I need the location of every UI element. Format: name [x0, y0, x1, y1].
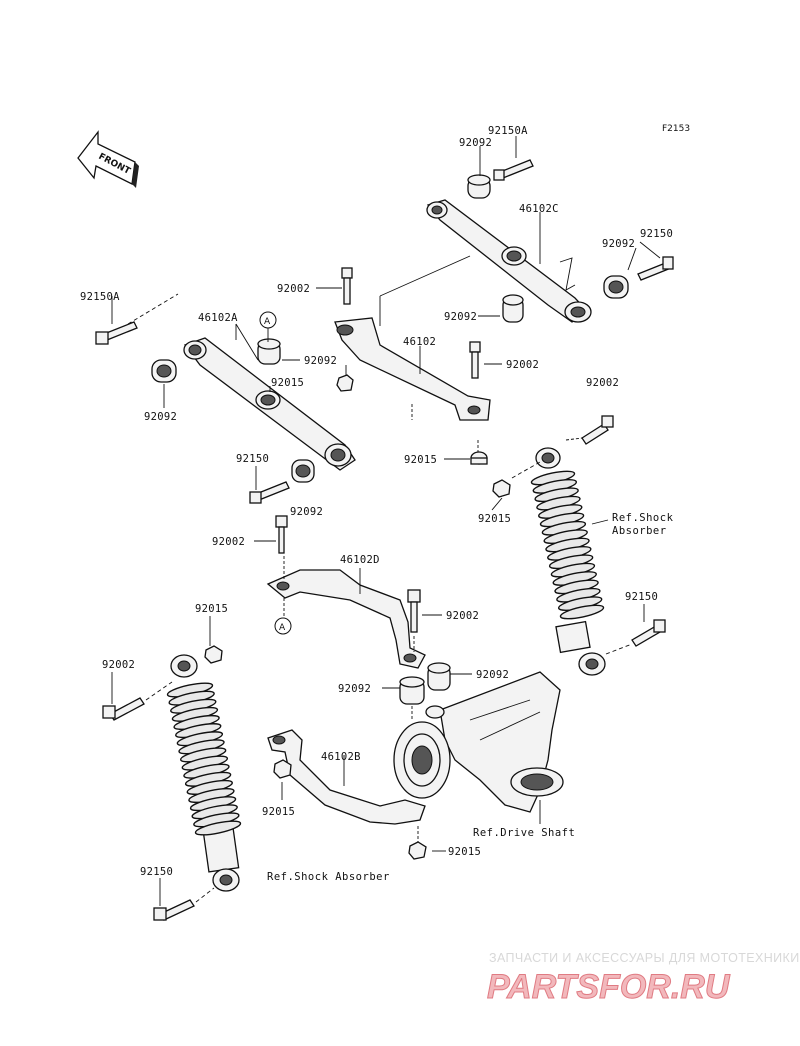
label-46102[interactable]: 46102 — [403, 336, 436, 348]
spring-coil — [194, 820, 242, 836]
label-46102C[interactable]: 46102C — [519, 203, 559, 215]
label-92002-b[interactable]: 92002 — [506, 359, 539, 371]
bracket-46102D[interactable] — [266, 569, 426, 669]
shock-right-spring — [530, 470, 605, 620]
label-46102D[interactable]: 46102D — [340, 554, 380, 566]
watermark-tagline: ЗАПЧАСТИ И АКСЕССУАРЫ ДЛЯ МОТОТЕХНИКИ — [489, 951, 800, 965]
bolt-92150A-top[interactable] — [493, 159, 534, 181]
label-92002-e[interactable]: 92002 — [446, 610, 479, 622]
label-92015-e[interactable]: 92015 — [262, 806, 295, 818]
label-92092-b2[interactable]: 92092 — [338, 683, 371, 695]
label-92150-r2[interactable]: 92150 — [625, 591, 658, 603]
label-92015-c[interactable]: 92015 — [478, 513, 511, 525]
label-92150A-left[interactable]: 92150A — [80, 291, 120, 303]
label-46102B[interactable]: 46102B — [321, 751, 361, 763]
arm-46102[interactable] — [334, 317, 491, 421]
shock-left-spring — [166, 682, 242, 836]
bushing-92092-b2[interactable] — [399, 676, 425, 705]
watermark-brand: PARTSFOR.RU — [487, 968, 731, 1006]
label-92092-b1[interactable]: 92092 — [476, 669, 509, 681]
bolt-92150-b[interactable] — [153, 899, 195, 921]
label-92015-d[interactable]: 92015 — [195, 603, 228, 615]
label-92150-b[interactable]: 92150 — [140, 866, 173, 878]
label-92002-f[interactable]: 92002 — [102, 659, 135, 671]
nut-92015-b[interactable] — [470, 451, 488, 465]
shock-absorber-left[interactable] — [166, 654, 242, 892]
reference-labels: Ref.Shock Absorber Ref.Drive Shaft Ref.S… — [267, 512, 674, 883]
bolt-92002-c[interactable] — [275, 515, 288, 554]
label-92002-c[interactable]: 92002 — [586, 377, 619, 389]
label-92092-r1[interactable]: 92092 — [602, 238, 635, 250]
leader-lines — [111, 136, 661, 906]
ref-shock-bottom: Ref.Shock Absorber — [267, 871, 390, 883]
nut-92015-d[interactable] — [204, 645, 223, 664]
ref-drive-shaft: Ref.Drive Shaft — [473, 827, 575, 839]
label-92002-a[interactable]: 92002 — [277, 283, 310, 295]
bolt-92002-f[interactable] — [102, 697, 145, 721]
bushing-92092-b1[interactable] — [427, 662, 451, 691]
diagram-code: F2153 — [662, 124, 690, 134]
bolt-92002-a[interactable] — [341, 267, 353, 305]
spring-coil — [559, 604, 605, 620]
bolt-92150-right[interactable] — [637, 256, 674, 281]
bushing-92092-lower-left[interactable] — [291, 459, 315, 483]
label-92015-b[interactable]: 92015 — [404, 454, 437, 466]
label-46102A[interactable]: 46102A — [198, 312, 238, 324]
bolt-92150A-left[interactable] — [95, 321, 138, 345]
label-92092-m1[interactable]: 92092 — [444, 311, 477, 323]
part-labels: 92150A 92092 46102C 92150 92092 92002 92… — [80, 125, 673, 878]
drive-shaft-housing[interactable] — [393, 671, 564, 813]
label-92092-left[interactable]: 92092 — [144, 411, 177, 423]
label-92150-l[interactable]: 92150 — [236, 453, 269, 465]
bolt-92150-left[interactable] — [249, 481, 290, 504]
bolt-92150-r2[interactable] — [631, 619, 666, 647]
label-92092-l2[interactable]: 92092 — [290, 506, 323, 518]
svg-text:A: A — [279, 623, 286, 633]
marker-a-top: A — [259, 311, 277, 329]
label-92150A-top[interactable]: 92150A — [488, 125, 528, 137]
ref-shock-right-line2: Absorber — [612, 525, 667, 537]
label-92150-r1[interactable]: 92150 — [640, 228, 673, 240]
arm-46102A[interactable] — [183, 337, 356, 471]
bolt-92002-e[interactable] — [581, 415, 614, 445]
bushing-92092-right[interactable] — [603, 275, 629, 299]
bushing-92092-left[interactable] — [151, 359, 177, 383]
marker-a-bottom: A — [274, 617, 292, 635]
label-92092-m2[interactable]: 92092 — [304, 355, 337, 367]
nut-92015-e[interactable] — [273, 759, 292, 779]
nut-92015-c[interactable] — [492, 479, 511, 498]
bushing-92092-top[interactable] — [467, 174, 491, 199]
arm-46102C[interactable] — [426, 199, 592, 323]
ref-shock-right-line1: Ref.Shock — [612, 512, 674, 524]
label-92002-d[interactable]: 92002 — [212, 536, 245, 548]
watermark: ЗАПЧАСТИ И АКСЕССУАРЫ ДЛЯ МОТОТЕХНИКИ PA… — [487, 951, 800, 1007]
bolt-92002-b[interactable] — [469, 341, 481, 379]
svg-text:A: A — [264, 317, 271, 327]
nut-92015-a[interactable] — [336, 374, 354, 392]
front-arrow-icon: FRONT — [77, 130, 139, 188]
label-92015-a[interactable]: 92015 — [271, 377, 304, 389]
label-92015-f[interactable]: 92015 — [448, 846, 481, 858]
label-92092-top[interactable]: 92092 — [459, 137, 492, 149]
bushing-92092-mid[interactable] — [502, 294, 524, 323]
nut-92015-f[interactable] — [408, 841, 427, 860]
bolt-92002-d[interactable] — [407, 589, 421, 633]
shock-absorber-right[interactable] — [530, 447, 606, 676]
bushing-92092-marker-a[interactable] — [257, 338, 281, 365]
